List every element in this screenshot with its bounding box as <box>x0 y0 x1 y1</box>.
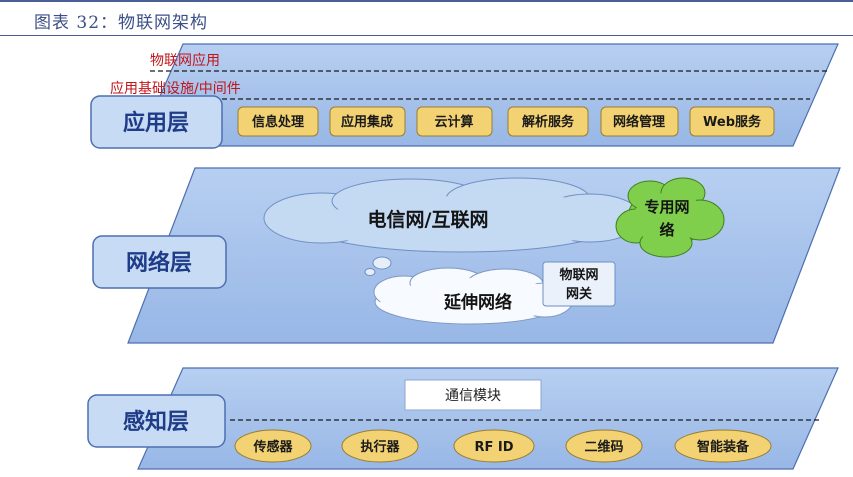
figure-header: 图表 32：物联网架构 <box>0 0 853 36</box>
network-layer: 电信网/互联网 专用网 络 网络层 延伸网 <box>92 167 841 344</box>
service-label: 网络管理 <box>613 114 665 130</box>
perception-layer-label-box <box>87 394 226 448</box>
service-chip <box>329 106 406 137</box>
service-chip <box>689 106 775 137</box>
service-label: 云计算 <box>434 114 473 130</box>
telecom-internet-label: 电信网/互联网 <box>368 208 489 231</box>
iot-gateway: 物联网 网关 <box>542 261 616 307</box>
device-label: RF ID <box>474 440 513 455</box>
application-services: 信息处理 应用集成 云计算 解析服务 网络管理 Web服务 <box>237 106 775 137</box>
application-layer-label: 应用层 <box>123 110 189 136</box>
network-layer-label-box <box>92 235 227 289</box>
iot-gateway-label-line1: 物联网 <box>559 267 598 283</box>
perception-devices: 传感器 执行器 RF ID 二维码 智能装备 <box>234 429 772 463</box>
iot-application-text: 物联网应用 <box>150 52 220 69</box>
telecom-internet-cloud: 电信网/互联网 <box>263 177 643 276</box>
device-pill <box>674 429 772 463</box>
iot-gateway-label-line2: 网关 <box>566 286 592 302</box>
perception-layer: 通信模块 感知层 传感器 执行器 RF ID 二维码 智能装备 <box>87 367 839 470</box>
private-network-cloud: 专用网 络 <box>615 177 725 258</box>
device-pill <box>565 429 643 463</box>
device-pill <box>341 429 419 463</box>
perception-layer-label: 感知层 <box>123 409 189 435</box>
private-network-label-line1: 专用网 <box>644 198 689 216</box>
device-label: 二维码 <box>584 439 623 455</box>
service-chip <box>600 106 679 137</box>
service-label: 解析服务 <box>521 114 575 130</box>
network-layer-label: 网络层 <box>126 250 192 276</box>
service-chip <box>237 106 319 137</box>
comm-module-label: 通信模块 <box>445 388 501 404</box>
figure-title: 图表 32：物联网架构 <box>34 13 209 33</box>
application-layer-label-box <box>90 95 223 149</box>
iot-gateway-box <box>542 261 616 307</box>
middleware-text: 应用基础设施/中间件 <box>110 80 241 97</box>
extension-network-label: 延伸网络 <box>443 292 512 313</box>
extension-network-cloud: 延伸网络 <box>373 267 574 325</box>
service-label: 应用集成 <box>341 114 393 130</box>
device-pill <box>234 429 312 463</box>
device-label: 智能装备 <box>697 439 750 455</box>
service-label: 信息处理 <box>252 114 304 130</box>
application-layer: 物联网应用 应用基础设施/中间件 应用层 信息处理 应用集成 云计算 解析服务 … <box>90 43 839 149</box>
device-label: 执行器 <box>360 439 400 455</box>
service-chip <box>507 106 589 137</box>
comm-module-box <box>404 379 542 411</box>
device-label: 传感器 <box>252 439 293 455</box>
service-label: Web服务 <box>703 114 762 130</box>
device-pill <box>453 429 535 463</box>
service-chip <box>416 106 493 137</box>
private-network-label-line2: 络 <box>659 221 674 239</box>
